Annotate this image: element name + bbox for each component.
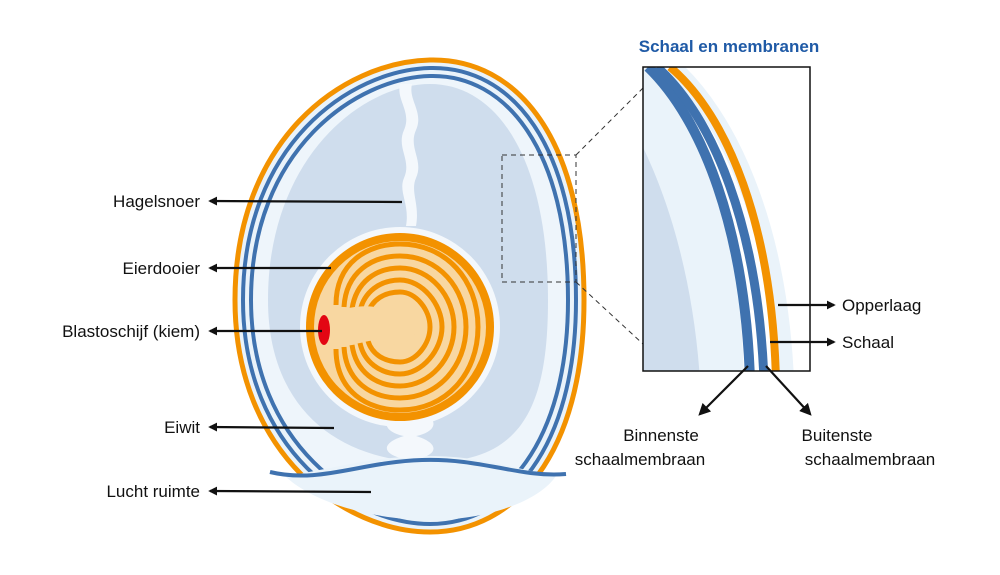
latebra: [336, 301, 418, 345]
label-air-cell: Lucht ruimte: [106, 482, 200, 501]
inset-shell: [667, 67, 780, 371]
air-cell-membrane: [269, 457, 567, 478]
zoom-connector-bottom: [575, 281, 644, 345]
label-cuticle: Opperlaag: [842, 296, 921, 315]
arrow-air-cell: [208, 486, 372, 496]
label-arrows: [208, 196, 836, 496]
label-germinal-disc: Blastoschijf (kiem): [62, 322, 200, 341]
chalaza-upper: [399, 84, 419, 226]
egg-outer-membrane: [240, 65, 579, 527]
inset-title: Schaal en membranen: [639, 37, 819, 56]
label-albumen: Eiwit: [164, 418, 200, 437]
label-chalaza: Hagelsnoer: [113, 192, 200, 211]
label-outer-membrane-line2: schaalmembraan: [805, 450, 935, 469]
arrow-inner-membrane: [698, 365, 749, 416]
label-inner-membrane-line2: schaalmembraan: [575, 450, 705, 469]
shell-inset: [642, 66, 811, 372]
zoom-connector-top: [575, 87, 644, 156]
inset-outer-membrane: [653, 67, 769, 371]
inset-frame: [642, 66, 811, 372]
label-outer-membrane-line1: Buitenste: [802, 426, 873, 445]
yolk-layers: [333, 241, 481, 413]
inset-inner-membrane: [644, 67, 755, 371]
air-cell: [285, 456, 556, 520]
egg: [232, 57, 587, 535]
label-yolk: Eierdooier: [123, 259, 201, 278]
arrow-chalaza: [208, 196, 403, 206]
germinal-disc: [318, 315, 330, 345]
label-shell: Schaal: [842, 333, 894, 352]
label-inner-membrane-line1: Binnenste: [623, 426, 699, 445]
arrow-albumen: [208, 422, 335, 432]
arrow-outer-membrane: [765, 365, 812, 416]
zoom-region-box: [501, 154, 577, 283]
